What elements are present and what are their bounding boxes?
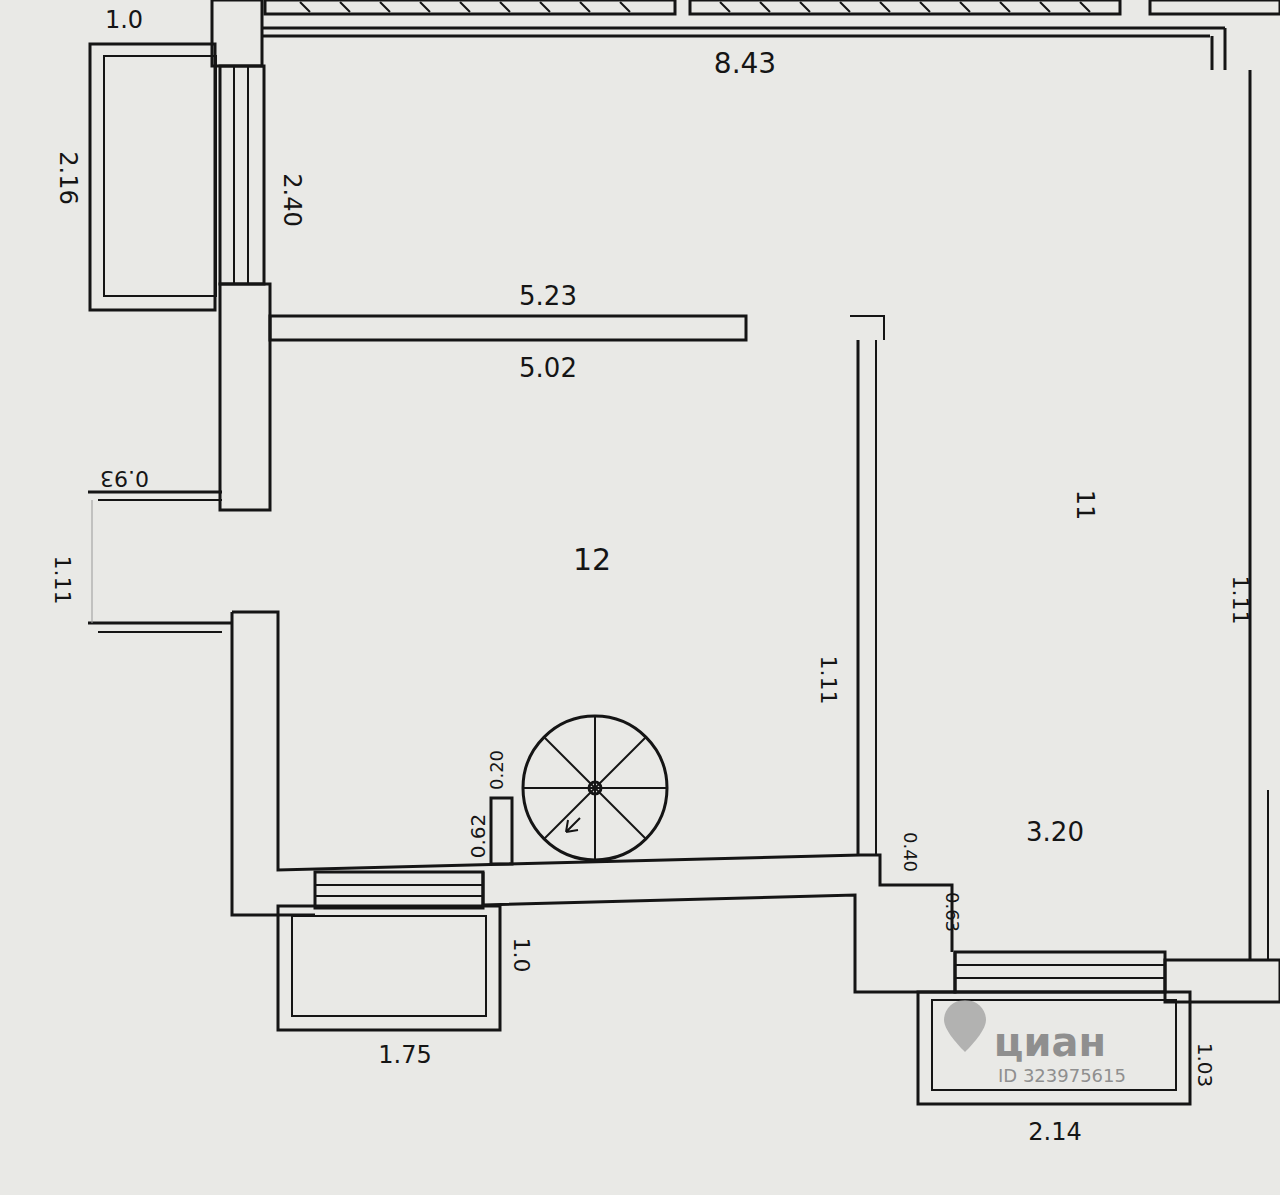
window: [247, 66, 249, 284]
wall: [232, 612, 860, 870]
dimension-label: 1.11: [817, 656, 839, 705]
wall: [88, 622, 232, 625]
dimension-label: 2.40: [280, 173, 304, 226]
watermark: ID 323975615: [998, 1067, 1126, 1085]
dimension-label: 1.03: [1195, 1043, 1215, 1088]
balcony: [918, 992, 1190, 1104]
partition: [270, 316, 746, 340]
wall: [220, 284, 270, 510]
dimension-label: 2.16: [56, 151, 80, 204]
wall: [483, 872, 955, 992]
balcony: [278, 906, 500, 1030]
window: [955, 964, 1165, 966]
wall: [212, 0, 262, 66]
wall: [262, 35, 1210, 38]
dimension-label: 1.75: [378, 1043, 431, 1067]
dimension-label: 3.20: [1026, 819, 1084, 845]
dimension-label: 1.0: [105, 8, 143, 32]
wall: [88, 491, 222, 494]
wall: [98, 631, 222, 633]
slab: [690, 0, 1120, 14]
wall: [262, 27, 1225, 30]
window: [955, 977, 1165, 979]
dimension-label: 8.43: [714, 50, 776, 78]
wall: [98, 499, 222, 501]
spiral-stair: [523, 716, 667, 860]
slab: [1150, 0, 1280, 14]
post: [491, 798, 512, 864]
dimension-label: 1.11: [1229, 576, 1251, 625]
window: [315, 895, 483, 897]
dimension-label: 0.93: [100, 467, 149, 489]
dimension-label: 1.11: [51, 556, 73, 605]
wall: [232, 612, 315, 915]
opening: [92, 500, 93, 623]
window: [233, 66, 235, 284]
watermark-icon: [944, 1000, 986, 1052]
watermark: циан: [994, 1022, 1106, 1062]
balcony: [292, 916, 486, 1016]
balcony: [90, 44, 215, 310]
partition: [850, 316, 884, 340]
dimension-label: 11: [1073, 490, 1097, 521]
dimension-label: 5.23: [519, 283, 577, 309]
hatch: [300, 2, 1090, 12]
dimension-label: 0.20: [488, 750, 506, 790]
dimension-label: 2.14: [1028, 1120, 1081, 1144]
wall: [1249, 70, 1252, 960]
wall: [1165, 960, 1280, 1002]
wall: [1211, 36, 1214, 70]
dimension-label: 12: [573, 545, 611, 575]
dimension-label: 5.02: [519, 355, 577, 381]
window: [220, 66, 264, 284]
balcony: [104, 56, 216, 296]
wall: [1224, 28, 1227, 70]
dimension-label: 0.63: [943, 892, 961, 932]
window: [315, 884, 483, 886]
window: [315, 872, 483, 908]
dimension-label: 0.62: [468, 814, 488, 859]
window: [955, 952, 1165, 992]
wall: [1267, 790, 1269, 960]
dimension-label: 1.0: [509, 938, 531, 973]
balcony: [932, 1000, 1176, 1090]
partition: [875, 340, 877, 856]
dimension-label: 0.40: [901, 832, 919, 872]
partition: [857, 340, 860, 856]
